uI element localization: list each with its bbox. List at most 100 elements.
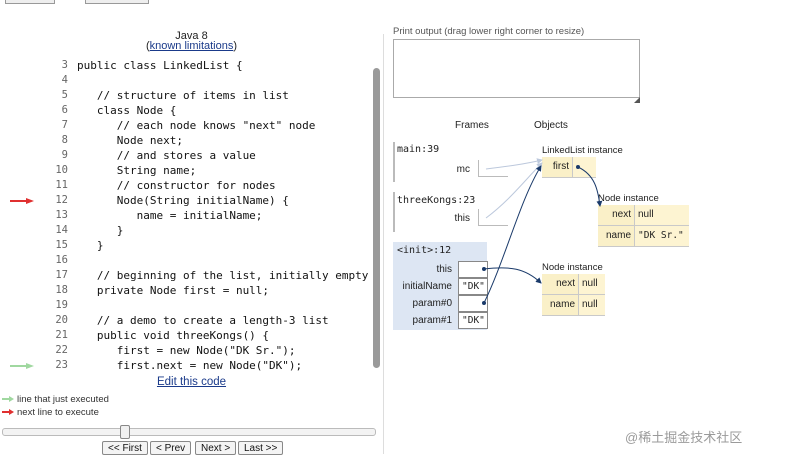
- code-line[interactable]: 11 // constructor for nodes: [0, 179, 372, 194]
- line-number: 16: [55, 254, 68, 266]
- pane-divider: [383, 34, 384, 454]
- code-line[interactable]: 14 }: [0, 224, 372, 239]
- code-text: }: [77, 224, 124, 237]
- frame-init-var-initialname: initialName: [402, 281, 452, 292]
- code-line[interactable]: 17 // beginning of the list, initially e…: [0, 269, 372, 284]
- print-output-box[interactable]: [393, 39, 640, 98]
- line-number: 10: [55, 164, 68, 176]
- step-slider[interactable]: [2, 428, 376, 436]
- code-line[interactable]: 9 // and stores a value: [0, 149, 372, 164]
- frame-main-bar: [393, 142, 395, 182]
- code-line[interactable]: 23 first.next = new Node("DK");: [0, 359, 372, 374]
- node1-name-row: [598, 226, 689, 247]
- frame-main-name: main:39: [397, 144, 440, 155]
- node1-next-row: [598, 205, 689, 226]
- language-label: Java 8: [175, 30, 208, 42]
- line-number: 5: [61, 89, 68, 101]
- line-number: 22: [55, 344, 68, 356]
- code-line[interactable]: 22 first = new Node("DK Sr.");: [0, 344, 372, 359]
- code-line[interactable]: 20 // a demo to create a length-3 list: [0, 314, 372, 329]
- node2-next-key: next: [542, 274, 578, 294]
- code-text: // each node knows "next" node: [77, 119, 316, 132]
- line-number: 18: [55, 284, 68, 296]
- frame-threekongs-var-this: this: [454, 213, 470, 224]
- frame-init-var-param0: param#0: [412, 298, 452, 309]
- code-line[interactable]: 16: [0, 254, 372, 269]
- code-line[interactable]: 18 private Node first = null;: [0, 284, 372, 299]
- frame-init-var-this: this: [436, 264, 452, 275]
- prev-button[interactable]: < Prev: [150, 441, 192, 455]
- known-limitations-link[interactable]: known limitations: [149, 40, 234, 52]
- objects-heading: Objects: [534, 120, 568, 131]
- line-number: 20: [55, 314, 68, 326]
- code-text: name = initialName;: [77, 209, 263, 222]
- code-line[interactable]: 8 Node next;: [0, 134, 372, 149]
- edit-code: Edit this code: [0, 376, 383, 388]
- code-text: // constructor for nodes: [77, 179, 276, 192]
- edit-code-link[interactable]: Edit this code: [156, 376, 227, 388]
- frame-init-param1-value: "DK": [458, 312, 488, 329]
- line-number: 9: [61, 149, 68, 161]
- code-line[interactable]: 12 Node(String initialName) {: [0, 194, 372, 209]
- node2-name-value: null: [578, 295, 605, 315]
- node2-instance-title: Node instance: [542, 262, 603, 273]
- linkedlist-first-row: [542, 157, 596, 178]
- code-line[interactable]: 7 // each node knows "next" node: [0, 119, 372, 134]
- frame-init-name: <init>:12: [397, 245, 452, 256]
- top-button-1[interactable]: [5, 0, 55, 4]
- code-text: // structure of items in list: [77, 89, 289, 102]
- code-text: // a demo to create a length-3 list: [77, 314, 329, 327]
- code-text: }: [77, 239, 104, 252]
- line-number: 14: [55, 224, 68, 236]
- linkedlist-instance-title: LinkedList instance: [542, 145, 623, 156]
- legend-next-text: next line to execute: [17, 407, 99, 418]
- node2-name-key: name: [542, 295, 578, 315]
- top-button-2[interactable]: [85, 0, 149, 4]
- code-line[interactable]: 19: [0, 299, 372, 314]
- red-arrow-icon: [2, 409, 14, 416]
- node1-next-key: next: [598, 205, 634, 225]
- param0-pointer: [483, 165, 542, 304]
- frame-init-initialname-value: "DK": [458, 278, 488, 295]
- line-number: 13: [55, 209, 68, 221]
- node1-name-value: "DK Sr.": [634, 226, 689, 246]
- next-line-arrow-icon: [10, 198, 34, 204]
- step-slider-handle[interactable]: [120, 425, 130, 439]
- code-line[interactable]: 10 String name;: [0, 164, 372, 179]
- code-text: // and stores a value: [77, 149, 256, 162]
- line-number: 12: [55, 194, 68, 206]
- line-number: 21: [55, 329, 68, 341]
- line-number: 15: [55, 239, 68, 251]
- print-output-label: Print output (drag lower right corner to…: [393, 26, 585, 37]
- line-number: 6: [61, 104, 68, 116]
- legend-executed: line that just executed: [2, 394, 109, 405]
- code-text: first = new Node("DK Sr.");: [77, 344, 296, 357]
- line-number: 7: [61, 119, 68, 131]
- node1-name-key: name: [598, 226, 634, 246]
- code-line[interactable]: 5 // structure of items in list: [0, 89, 372, 104]
- code-line[interactable]: 13 name = initialName;: [0, 209, 372, 224]
- green-arrow-icon: [2, 396, 14, 403]
- line-number: 19: [55, 299, 68, 311]
- resize-grip-icon[interactable]: [634, 97, 640, 103]
- frames-heading: Frames: [455, 120, 489, 131]
- first-button[interactable]: << First: [102, 441, 148, 455]
- line-number: 3: [61, 59, 68, 71]
- code-text: first.next = new Node("DK");: [77, 359, 303, 372]
- code-line[interactable]: 15 }: [0, 239, 372, 254]
- code-line[interactable]: 21 public void threeKongs() {: [0, 329, 372, 344]
- last-button[interactable]: Last >>: [238, 441, 284, 455]
- node1-next-value: null: [634, 205, 689, 225]
- code-line[interactable]: 4: [0, 74, 372, 89]
- next-button[interactable]: Next >: [195, 441, 237, 455]
- executed-line-arrow-icon: [10, 363, 34, 369]
- node2-next-row: [542, 274, 605, 295]
- frame-init-var-param1: param#1: [412, 315, 452, 326]
- code-line[interactable]: 6 class Node {: [0, 104, 372, 119]
- frame-main-var-mc: mc: [456, 164, 470, 175]
- param0-dot: [482, 301, 486, 305]
- code-scrollbar[interactable]: [373, 68, 380, 368]
- code-text: String name;: [77, 164, 197, 177]
- node1-instance-title: Node instance: [598, 193, 659, 204]
